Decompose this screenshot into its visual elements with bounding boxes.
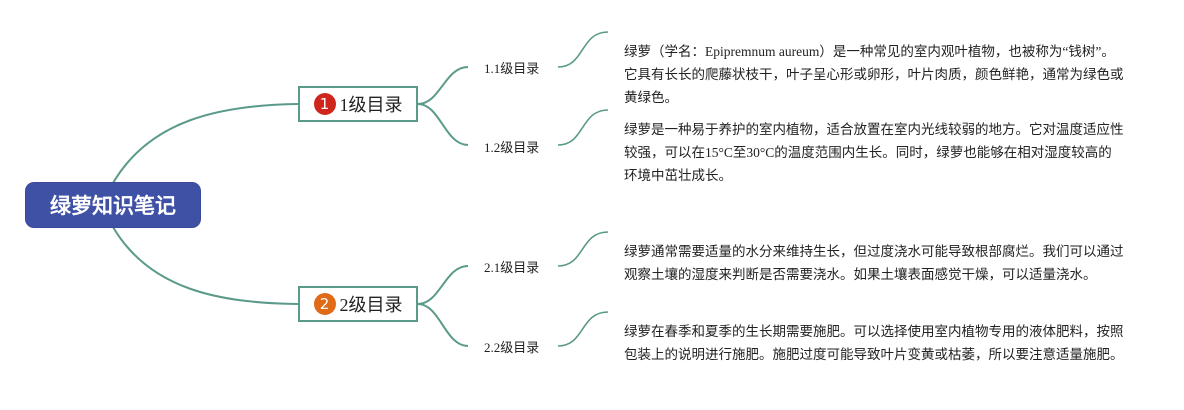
note-1-2: 绿萝是一种易于养护的室内植物，适合放置在室内光线较弱的地方。它对温度适应性较强，… [624, 122, 1124, 183]
note-2-1: 绿萝通常需要适量的水分来维持生长，但过度浇水可能导致根部腐烂。我们可以通过观察土… [624, 244, 1124, 282]
sub-node-2-1[interactable]: 2.1级目录 [484, 260, 540, 275]
connector-sub3-note3 [557, 231, 609, 267]
root-title: 绿萝知识笔记 [50, 194, 176, 218]
sub-node-1-1[interactable]: 1.1级目录 [484, 61, 540, 76]
note-2-2: 绿萝在春季和夏季的生长期需要施肥。可以选择使用室内植物专用的液体肥料，按照包装上… [624, 324, 1124, 362]
branch-node-1[interactable]: 1 1级目录 [298, 86, 418, 122]
badge-1-icon: 1 [313, 93, 336, 115]
connector-root-branch2 [112, 226, 299, 305]
sub-node-1-2[interactable]: 1.2级目录 [484, 140, 540, 155]
badge-2-icon: 2 [313, 293, 336, 315]
connector-sub2-note2 [557, 109, 609, 146]
sub-node-2-2[interactable]: 2.2级目录 [484, 340, 540, 355]
connector-branch2-sub2 [417, 303, 469, 347]
connector-branch1-sub1 [417, 66, 469, 105]
connector-branch2-sub1 [417, 265, 469, 305]
branch-2-label: 2级目录 [339, 295, 403, 315]
connector-sub1-note1 [557, 31, 609, 68]
root-node[interactable]: 绿萝知识笔记 [26, 183, 200, 227]
note-1-1: 绿萝（学名：Epipremnum aureum）是一种常见的室内观叶植物，也被称… [624, 44, 1124, 105]
connector-branch1-sub2 [417, 103, 469, 146]
branch-1-label: 1级目录 [339, 95, 403, 115]
branch-node-2[interactable]: 2 2级目录 [298, 286, 418, 322]
connector-root-branch1 [112, 103, 299, 184]
connector-sub4-note4 [557, 311, 609, 347]
